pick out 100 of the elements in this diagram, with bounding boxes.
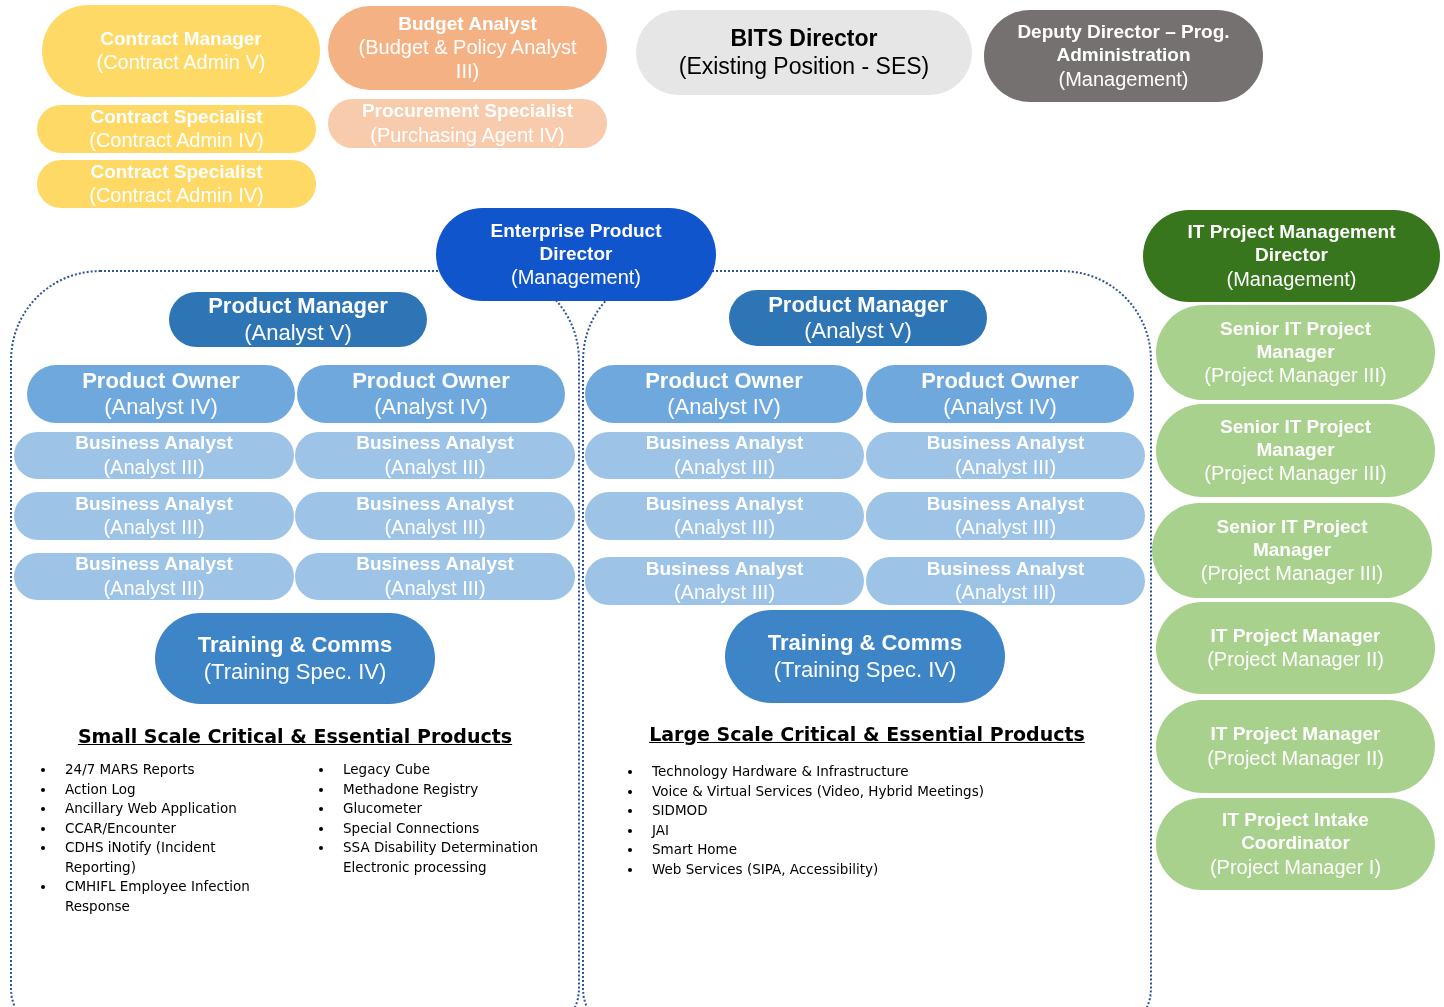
role-grade: (Analyst III) <box>384 575 486 600</box>
list-item: Methadone Registry <box>343 779 479 799</box>
role-grade: (Analyst III) <box>954 515 1057 540</box>
role-title: Business Analyst <box>645 557 804 581</box>
role-grade: (Purchasing Agent IV) <box>370 122 565 147</box>
role-title: Business Analyst <box>75 492 233 516</box>
role-pill <box>14 492 294 540</box>
role-grade: (Contract Admin V) <box>96 50 266 75</box>
role-pill <box>169 292 427 347</box>
role-pill <box>27 365 295 423</box>
role-title: Training & Comms <box>767 630 963 657</box>
role-pill <box>866 557 1145 605</box>
role-pill <box>585 365 863 423</box>
role-title: IT Project Intake Coordinator <box>1221 809 1370 855</box>
role-grade: (Analyst III) <box>103 454 205 479</box>
role-grade: (Budget & Policy Analyst III) <box>357 35 578 84</box>
role-title: Business Analyst <box>356 432 514 455</box>
role-title: Product Owner <box>352 367 510 394</box>
role-title: Business Analyst <box>645 432 804 455</box>
role-title: Senior IT Project Manager <box>1219 415 1372 462</box>
role-title: Senior IT Project Manager <box>1215 515 1369 562</box>
role-title: Business Analyst <box>926 492 1085 516</box>
role-title: BITS Director <box>730 24 878 53</box>
role-grade: (Analyst III) <box>954 454 1057 479</box>
role-title: Business Analyst <box>926 557 1085 581</box>
role-title: IT Project Manager <box>1210 723 1381 746</box>
role-pill <box>866 432 1145 479</box>
role-title: Business Analyst <box>75 553 233 576</box>
role-grade: (Analyst III) <box>103 575 205 600</box>
role-title: Contract Specialist <box>90 160 263 184</box>
role-pill <box>585 492 864 540</box>
role-pill <box>328 99 607 148</box>
role-grade: (Project Manager III) <box>1204 363 1387 388</box>
role-title: Business Analyst <box>926 432 1085 455</box>
list-item: SIDMOD <box>652 801 708 820</box>
role-title: Product Manager <box>768 291 948 318</box>
role-title: IT Project Manager <box>1210 624 1381 648</box>
role-grade: (Analyst III) <box>384 454 486 479</box>
role-grade: (Analyst III) <box>673 454 776 479</box>
list-item: Ancillary Web Application <box>65 799 237 818</box>
role-pill <box>866 365 1134 423</box>
role-pill <box>295 432 575 479</box>
role-grade: (Contract Admin IV) <box>89 128 264 153</box>
role-grade: (Management) <box>510 265 642 290</box>
section-heading: Small Scale Critical & Essential Products <box>76 724 514 749</box>
role-grade: (Analyst III) <box>384 515 486 540</box>
role-title: Business Analyst <box>75 432 233 455</box>
list-item: Legacy Cube <box>343 760 430 779</box>
role-pill <box>585 557 864 605</box>
role-title: Business Analyst <box>645 492 804 516</box>
role-title: Business Analyst <box>356 553 514 576</box>
role-title: Senior IT Project Manager <box>1219 317 1372 364</box>
role-title: Deputy Director – Prog. Administration <box>1016 21 1231 67</box>
role-grade: (Training Spec. IV) <box>203 658 387 685</box>
list-item: CCAR/Encounter <box>65 818 177 838</box>
section-heading: Large Scale Critical & Essential Products <box>648 722 1086 747</box>
role-title: IT Project Management Director <box>1186 221 1397 267</box>
role-grade: (Management) <box>1226 266 1357 291</box>
role-grade: (Analyst III) <box>103 515 205 540</box>
role-grade: (Analyst V) <box>244 319 352 346</box>
role-grade: (Analyst IV) <box>374 394 488 421</box>
list-item: Glucometer <box>343 799 423 818</box>
role-pill <box>14 432 294 479</box>
role-grade: (Contract Admin IV) <box>89 183 264 208</box>
role-title: Contract Manager <box>100 27 262 51</box>
role-grade: (Analyst IV) <box>667 394 781 421</box>
list-item: JAI <box>652 820 669 840</box>
list-item: CMHIFL Employee Infection Response <box>65 877 251 916</box>
role-pill <box>37 105 316 153</box>
list-item: Voice & Virtual Services (Video, Hybrid Meetings) <box>652 781 984 801</box>
role-title: Training & Comms <box>197 632 393 659</box>
role-pill <box>295 553 575 600</box>
list-item: Smart Home <box>652 840 737 859</box>
role-pill <box>295 492 575 540</box>
role-pill <box>37 160 316 208</box>
role-title: Business Analyst <box>356 492 514 516</box>
role-grade: (Management) <box>1058 66 1189 91</box>
role-grade: (Analyst III) <box>673 515 776 540</box>
list-item: Special Connections <box>343 818 480 838</box>
role-pill <box>297 365 565 423</box>
role-grade: (Project Manager II) <box>1207 647 1384 672</box>
role-pill <box>866 492 1145 540</box>
role-pill <box>1152 503 1432 598</box>
role-grade: (Analyst III) <box>673 580 776 605</box>
role-title: Contract Specialist <box>90 105 263 129</box>
role-title: Procurement Specialist <box>361 100 574 123</box>
role-pill <box>585 432 864 479</box>
role-grade: (Project Manager II) <box>1207 745 1384 770</box>
role-grade: (Analyst IV) <box>943 394 1057 421</box>
role-grade: (Analyst IV) <box>104 394 218 421</box>
list-item: 24/7 MARS Reports <box>65 760 195 779</box>
role-title: Product Owner <box>645 367 803 394</box>
list-item: Action Log <box>65 779 136 799</box>
role-grade: (Analyst III) <box>954 580 1057 605</box>
list-item: Web Services (SIPA, Accessibility) <box>652 859 879 879</box>
role-grade: (Project Manager I) <box>1209 854 1382 879</box>
role-grade: (Project Manager III) <box>1200 561 1384 586</box>
role-title: Product Owner <box>82 367 240 394</box>
role-title: Product Owner <box>921 367 1079 394</box>
role-grade: (Analyst V) <box>804 318 912 345</box>
